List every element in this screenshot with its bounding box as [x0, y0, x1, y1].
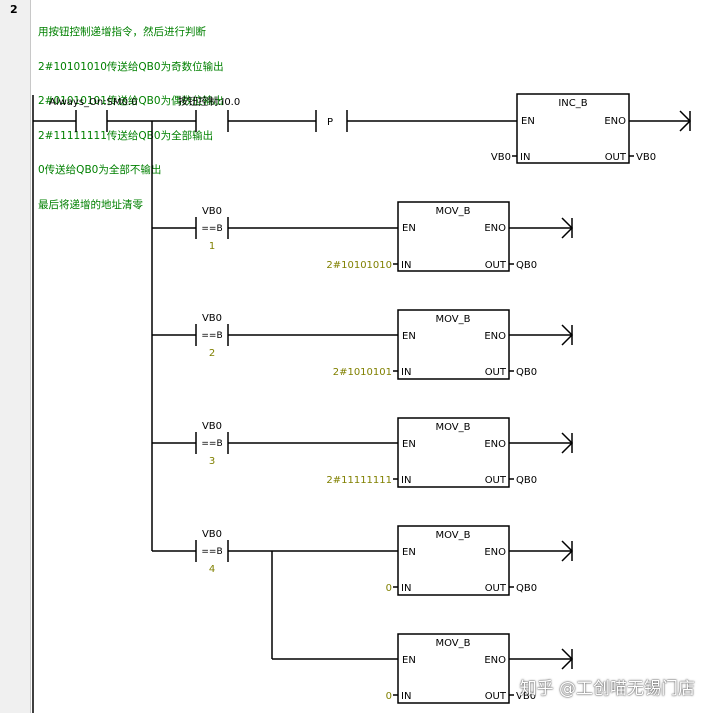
pin-out-label: OUT [485, 367, 507, 378]
inc-in-value[interactable]: VB0 [491, 152, 511, 163]
network-comment[interactable]: 用按钮控制递增指令，然后进行判断 2#10101010传送给QB0为奇数位输出 … [38, 4, 224, 223]
mov-b-box[interactable] [397, 525, 510, 596]
pin-in-label: IN [401, 367, 411, 378]
pin-en-label: EN [521, 116, 535, 127]
compare-operand[interactable]: VB0 [202, 313, 222, 324]
compare-op: ==B [201, 224, 222, 234]
mov-out-value[interactable]: VB0 [516, 691, 536, 702]
inc-out-value[interactable]: VB0 [636, 152, 656, 163]
edge-detector-label: P [327, 117, 333, 128]
pin-eno-label: ENO [484, 331, 506, 342]
pin-out-label: OUT [485, 260, 507, 271]
mov-b-title: MOV_B [435, 422, 470, 433]
mov-out-value[interactable]: QB0 [516, 367, 537, 378]
mov-in-value[interactable]: 2#10101010 [326, 260, 392, 271]
pin-eno-label: ENO [484, 547, 506, 558]
compare-value[interactable]: 3 [209, 456, 215, 467]
pin-in-label: IN [401, 691, 411, 702]
compare-op: ==B [201, 547, 222, 557]
pin-eno-label: ENO [484, 223, 506, 234]
compare-value[interactable]: 2 [209, 348, 215, 359]
pin-eno-label: ENO [484, 439, 506, 450]
mov-in-value[interactable]: 2#11111111 [326, 475, 392, 486]
contact-i0-label: 按钮控制:I0.0 [178, 95, 240, 108]
mov-b-box[interactable] [397, 417, 510, 488]
contact-sm0-label: Always_On:SM0.0 [49, 97, 138, 108]
compare-value[interactable]: 4 [209, 564, 215, 575]
comment-line: 0传送给QB0为全部不输出 [38, 164, 162, 176]
compare-value[interactable]: 1 [209, 241, 215, 252]
watermark: 知乎 @工创喵无锡门店 [519, 679, 695, 699]
pin-en-label: EN [402, 547, 416, 558]
mov-out-value[interactable]: QB0 [516, 260, 537, 271]
mov-b-box[interactable] [397, 201, 510, 272]
pin-out-label: OUT [605, 152, 627, 163]
pin-in-label: IN [401, 583, 411, 594]
comment-line: 2#11111111传送给QB0为全部输出 [38, 129, 214, 142]
pin-out-label: OUT [485, 475, 507, 486]
mov-b-title: MOV_B [435, 530, 470, 541]
compare-op: ==B [201, 439, 222, 449]
comment-line: 2#01010101传送给QB0为偶数位输出 [38, 95, 224, 107]
pin-eno-label: ENO [484, 655, 506, 666]
mov-b-title: MOV_B [435, 314, 470, 325]
comment-line: 用按钮控制递增指令，然后进行判断 [38, 26, 206, 38]
pin-out-label: OUT [485, 691, 507, 702]
compare-operand[interactable]: VB0 [202, 421, 222, 432]
comment-line: 2#10101010传送给QB0为奇数位输出 [38, 60, 224, 73]
mov-b-title: MOV_B [435, 206, 470, 217]
network-gutter: 2 [0, 0, 31, 713]
inc-b-title: INC_B [558, 98, 587, 109]
mov-out-value[interactable]: QB0 [516, 475, 537, 486]
mov-in-value[interactable]: 0 [386, 583, 392, 594]
compare-operand[interactable]: VB0 [202, 529, 222, 540]
comment-line: 最后将递增的地址清零 [38, 198, 143, 211]
mov-b-box[interactable] [397, 633, 510, 704]
inc-b-box[interactable] [516, 93, 630, 164]
mov-out-value[interactable]: QB0 [516, 583, 537, 594]
compare-operand[interactable]: VB0 [202, 206, 222, 217]
compare-op: ==B [201, 331, 222, 341]
mov-b-box[interactable] [397, 309, 510, 380]
pin-in-label: IN [401, 260, 411, 271]
network-number: 2 [10, 3, 18, 16]
pin-in-label: IN [520, 152, 530, 163]
pin-en-label: EN [402, 331, 416, 342]
mov-b-title: MOV_B [435, 638, 470, 649]
pin-in-label: IN [401, 475, 411, 486]
pin-out-label: OUT [485, 583, 507, 594]
mov-in-value[interactable]: 2#1010101 [333, 367, 392, 378]
pin-en-label: EN [402, 223, 416, 234]
pin-eno-label: ENO [604, 116, 626, 127]
mov-in-value[interactable]: 0 [386, 691, 392, 702]
pin-en-label: EN [402, 655, 416, 666]
pin-en-label: EN [402, 439, 416, 450]
